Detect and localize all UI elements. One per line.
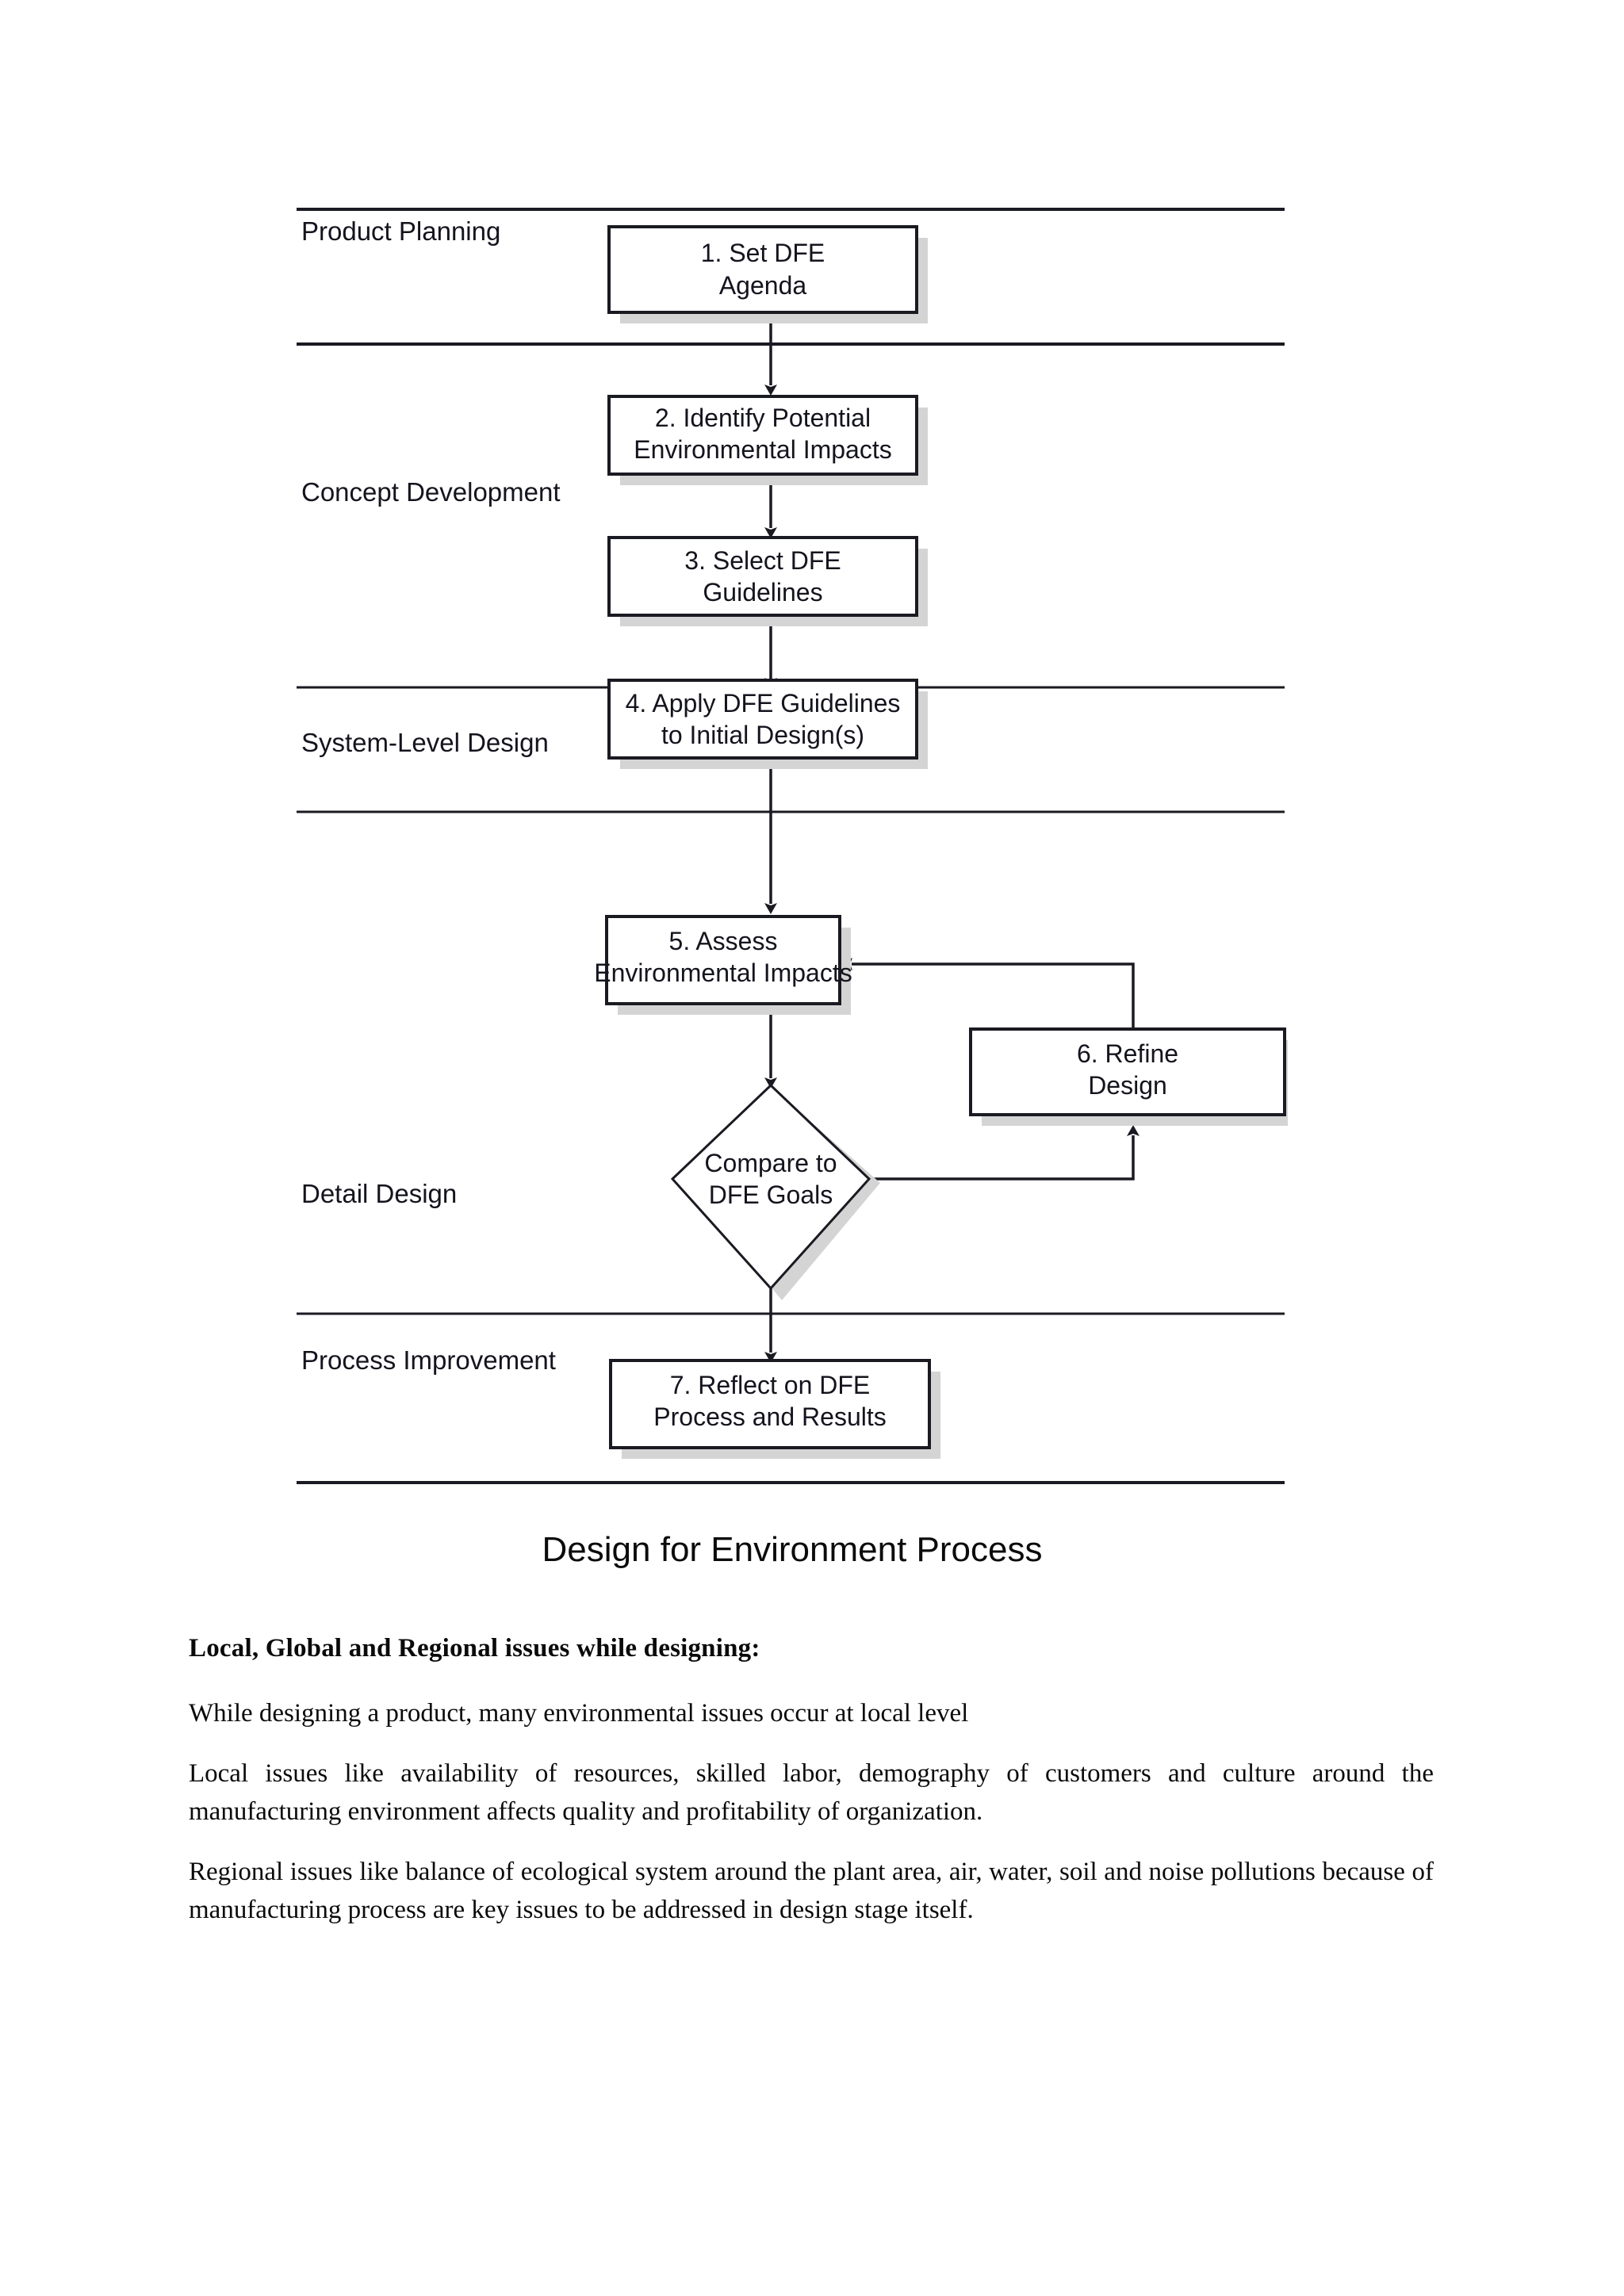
node-label-line1: 2. Identify Potential bbox=[655, 404, 871, 432]
node-label-line1: 6. Refine bbox=[1077, 1039, 1178, 1068]
node-box bbox=[605, 915, 841, 1005]
node-box bbox=[969, 1027, 1286, 1116]
connector-decision-to-6 bbox=[869, 1125, 1139, 1181]
paragraph-1: While designing a product, many environm… bbox=[189, 1699, 969, 1728]
phase-label-system-level-design: System-Level Design bbox=[301, 728, 549, 757]
phase-label-product-planning: Product Planning bbox=[301, 216, 500, 246]
decision-diamond bbox=[670, 1083, 871, 1291]
node-box bbox=[607, 225, 918, 314]
section-heading: Local, Global and Regional issues while … bbox=[189, 1634, 760, 1663]
node-label-line1: 1. Set DFE bbox=[701, 239, 825, 267]
dfe-process-flowchart: Product Planning Concept Development Sys… bbox=[297, 190, 1288, 1569]
node-label-line2: DFE Goals bbox=[709, 1181, 833, 1209]
flow-node-compare-to-dfe-goals[interactable]: Compare to DFE Goals bbox=[670, 1083, 880, 1300]
node-label-line1: 5. Assess bbox=[669, 927, 778, 955]
body-copy: Local, Global and Regional issues while … bbox=[189, 1629, 1434, 1951]
node-box bbox=[607, 536, 918, 617]
flow-connectors bbox=[764, 318, 1139, 1363]
node-label-line2: Agenda bbox=[719, 271, 807, 300]
node-box bbox=[609, 1359, 931, 1449]
node-label-line2: Design bbox=[1088, 1071, 1167, 1100]
node-label-line2: Process and Results bbox=[653, 1402, 886, 1431]
paragraph-2: Local issues like availability of resour… bbox=[189, 1759, 1434, 1826]
phase-labels: Product Planning Concept Development Sys… bbox=[301, 216, 561, 1375]
connector-6-to-5 bbox=[841, 958, 1135, 1029]
flow-node-reflect-on-dfe-process-and-results[interactable]: 7. Reflect on DFE Process and Results bbox=[609, 1359, 940, 1459]
node-label-line1: 7. Reflect on DFE bbox=[670, 1371, 871, 1399]
node-label-line2: Environmental Impacts bbox=[594, 959, 852, 987]
phase-label-process-improvement: Process Improvement bbox=[301, 1345, 556, 1375]
phase-label-concept-development: Concept Development bbox=[301, 477, 561, 507]
flow-node-set-dfe-agenda[interactable]: 1. Set DFE Agenda bbox=[607, 225, 928, 323]
node-label-line1: Compare to bbox=[704, 1149, 837, 1177]
flow-node-assess-environmental-impacts[interactable]: 5. Assess Environmental Impacts bbox=[594, 915, 852, 1015]
node-label-line2: Guidelines bbox=[703, 578, 822, 607]
flow-node-select-dfe-guidelines[interactable]: 3. Select DFE Guidelines bbox=[607, 536, 928, 626]
phase-label-detail-design: Detail Design bbox=[301, 1179, 457, 1208]
node-box bbox=[607, 679, 918, 760]
flow-node-identify-potential-environmental-impacts[interactable]: 2. Identify Potential Environmental Impa… bbox=[607, 395, 928, 485]
flow-node-apply-dfe-guidelines-to-initial-designs[interactable]: 4. Apply DFE Guidelines to Initial Desig… bbox=[607, 679, 928, 769]
flowchart-canvas: Product Planning Concept Development Sys… bbox=[297, 208, 1288, 1484]
node-label-line2: to Initial Design(s) bbox=[661, 721, 864, 749]
node-box bbox=[607, 395, 918, 476]
node-label-line1: 4. Apply DFE Guidelines bbox=[626, 689, 901, 718]
paragraph-3: Regional issues like balance of ecologic… bbox=[189, 1858, 1434, 1924]
node-label-line1: 3. Select DFE bbox=[684, 546, 841, 575]
flow-node-refine-design[interactable]: 6. Refine Design bbox=[969, 1027, 1288, 1126]
figure-caption: Design for Environment Process bbox=[542, 1530, 1043, 1569]
node-label-line2: Environmental Impacts bbox=[634, 435, 891, 464]
